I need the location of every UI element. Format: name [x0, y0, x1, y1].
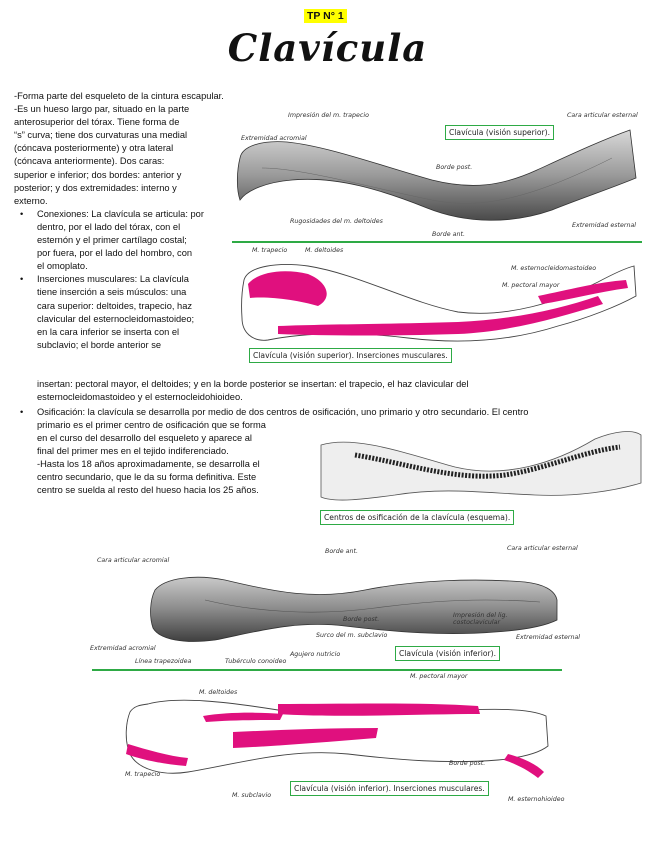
label-extremidad-acromial: Extremidad acromial: [241, 135, 307, 142]
figure-clavicle-superior-insertions: [241, 264, 637, 342]
intro-line: (cóncava posteriormente) y otra lateral: [14, 143, 174, 154]
label-borde-post-inf: Borde post.: [343, 616, 380, 623]
bullet-conexiones: • Conexiones: La clavícula se articula: …: [14, 208, 239, 273]
bullet-dot: •: [20, 208, 24, 219]
bullet-line: cara superior: deltoides, trapecio, haz: [37, 300, 193, 311]
bullet-line: en la cara inferior se inserta con el: [37, 326, 180, 337]
intro-line: superior e inferior; dos bordes: anterio…: [14, 169, 182, 180]
bullet-dot: •: [20, 407, 24, 417]
intro-line: externo.: [14, 195, 48, 206]
bullet-line: subclavio; el borde anterior se: [37, 339, 162, 350]
figure-ossification-centers: [320, 431, 642, 501]
figure-clavicle-superior: [236, 129, 637, 221]
bullet-line: clavicular del esternocleidomastoideo;: [37, 313, 195, 324]
intro-line: (cóncava anteriormente). Dos caras:: [14, 156, 165, 167]
caption-fig4: Clavícula (visión inferior).: [395, 646, 500, 661]
label-extremidad-esternal: Extremidad esternal: [572, 222, 637, 229]
label-impresion-lig: Impresión del lig. costoclavicular: [453, 612, 508, 626]
bullet-line: Inserciones musculares: La clavícula: [37, 274, 189, 285]
label-borde-ant-inf: Borde ant.: [325, 548, 358, 555]
caption-fig1: Clavícula (visión superior).: [445, 125, 554, 140]
label-m-deltoides: M. deltoides: [305, 247, 344, 254]
bullet-line: esternón y el primer cartílago costal;: [37, 235, 187, 246]
label-cara-articular-esternal: Cara articular esternal: [567, 112, 638, 119]
label-m-trapecio-inf: M. trapecio: [125, 771, 161, 778]
intro-line: posterior; y dos extremidades: interno y: [14, 182, 177, 193]
label-extremidad-acromial-inf: Extremidad acromial: [90, 645, 156, 652]
caption-fig5: Clavícula (visión inferior). Inserciones…: [290, 781, 489, 796]
figure-clavicle-inferior-insertions: [125, 699, 549, 778]
wide-line: esternocleidomastoideo y el esternocleid…: [37, 392, 243, 403]
bullet-inserciones: • Inserciones musculares: La clavícula t…: [14, 273, 239, 352]
label-surco-subclavio: Surco del m. subclavio: [316, 632, 388, 639]
osif-line: final del primer mes en el tejido indife…: [37, 446, 229, 457]
intro-line: “s” curva; tiene dos curvaturas una medi…: [14, 130, 188, 141]
label-m-subclavio: M. subclavio: [232, 792, 272, 799]
label-m-pectoral: M. pectoral mayor: [502, 282, 560, 289]
inserciones-continuation: insertan: pectoral mayor, el deltoides; …: [37, 378, 647, 404]
bullet-line: Conexiones: La clavícula se articula: po…: [37, 208, 204, 219]
label-borde-post-inf-ins: Borde post.: [449, 760, 486, 767]
divider-green: [92, 669, 562, 671]
bullet-dot: •: [20, 274, 24, 285]
label-m-esternohioideo: M. esternohioideo: [508, 796, 565, 803]
tp-badge: TP N° 1: [304, 9, 347, 23]
label-cara-articular-acromial: Cara articular acromial: [97, 557, 170, 564]
caption-fig2: Clavícula (visión superior). Inserciones…: [249, 348, 452, 363]
osif-line: centro se suelda al resto del hueso haci…: [37, 485, 259, 496]
label-m-pectoral-inf: M. pectoral mayor: [410, 673, 468, 680]
osif-line: en el curso del desarrollo del esqueleto…: [37, 433, 252, 444]
intro-text: -Forma parte del esqueleto de la cintura…: [14, 90, 239, 352]
label-rugosidades-deltoides: Rugosidades del m. deltoides: [290, 218, 383, 225]
label-m-ecm: M. esternocleidomastoideo: [511, 265, 597, 272]
intro-line: anterosuperior del tórax. Tiene forma de: [14, 117, 180, 128]
wide-line: Osificación: la clavícula se desarrolla …: [37, 407, 529, 417]
bullet-line: tiene inserción a seis músculos: una: [37, 287, 187, 298]
osif-line: primario es el primer centro de osificac…: [37, 420, 266, 430]
caption-fig3: Centros de osificación de la clavícula (…: [320, 510, 515, 525]
bullet-line: dentro, por el lado del tórax, con el: [37, 221, 181, 232]
wide-line: insertan: pectoral mayor, el deltoides; …: [37, 379, 469, 389]
label-impresion-trapecio: Impresión del m. trapecio: [288, 112, 369, 119]
bullet-line: por fuera, por el lado del hombro, con: [37, 248, 193, 259]
osif-line: -Hasta los 18 años aproximadamente, se d…: [37, 459, 260, 470]
osif-line: centro secundario, que le da su forma de…: [37, 472, 257, 483]
intro-line: -Forma parte del esqueleto de la cintura…: [14, 91, 224, 101]
label-cara-articular-esternal-inf: Cara articular esternal: [507, 545, 578, 552]
label-borde-post: Borde post.: [436, 164, 473, 171]
bullet-line: el omoplato.: [37, 261, 88, 272]
label-linea-trapezoidea: Línea trapezoidea: [135, 658, 192, 665]
label-m-trapecio: M. trapecio: [252, 247, 288, 254]
bullet-osificacion: • Osificación: la clavícula se desarroll…: [14, 406, 655, 419]
label-m-deltoides-inf: M. deltoides: [199, 689, 238, 696]
osificacion-text: primario es el primer centro de osificac…: [37, 419, 322, 498]
label-borde-ant: Borde ant.: [432, 231, 465, 238]
label-agujero-nutricio: Agujero nutricio: [290, 651, 341, 658]
intro-line: -Es un hueso largo par, situado en la pa…: [14, 104, 190, 115]
figure-clavicle-inferior: [150, 576, 558, 642]
label-tuberculo-conoideo: Tubérculo conoideo: [225, 658, 287, 665]
divider-green: [232, 241, 642, 243]
label-extremidad-esternal-inf: Extremidad esternal: [516, 634, 581, 641]
page-title: Clavícula: [227, 26, 428, 70]
